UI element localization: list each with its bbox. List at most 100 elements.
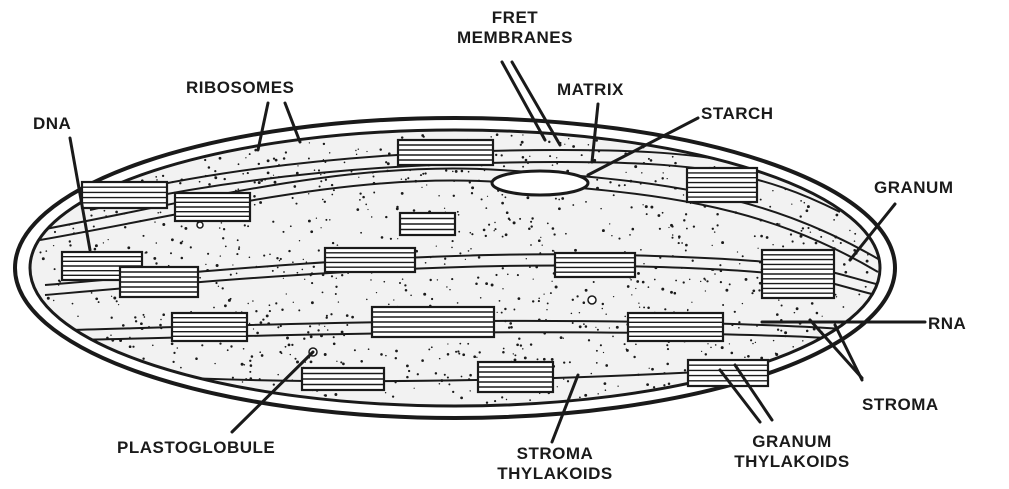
stroma-dot bbox=[455, 351, 457, 353]
stroma-dot bbox=[517, 274, 519, 276]
stroma-dot bbox=[452, 171, 454, 173]
stroma-dot bbox=[635, 343, 637, 345]
stroma-dot bbox=[705, 290, 706, 291]
stroma-dot bbox=[772, 190, 773, 191]
stroma-dot bbox=[247, 225, 249, 227]
stroma-dot bbox=[297, 165, 298, 166]
stroma-dot bbox=[496, 133, 499, 136]
stroma-dot bbox=[558, 207, 561, 210]
stroma-dot bbox=[777, 329, 779, 331]
stroma-dot bbox=[717, 224, 719, 226]
stroma-dot bbox=[609, 223, 610, 224]
stroma-dot bbox=[597, 329, 599, 331]
stroma-dot bbox=[522, 348, 523, 349]
stroma-dot bbox=[295, 203, 297, 205]
stroma-dot bbox=[678, 235, 681, 238]
stroma-dot bbox=[280, 258, 282, 260]
stroma-dot bbox=[760, 199, 762, 201]
label-granum: GRANUM bbox=[874, 178, 954, 198]
stroma-dot bbox=[333, 189, 335, 191]
stroma-dot bbox=[380, 353, 383, 356]
stroma-dot bbox=[277, 326, 279, 328]
stroma-dot bbox=[267, 159, 270, 162]
stroma-dot bbox=[731, 352, 734, 355]
stroma-dot bbox=[528, 228, 531, 231]
stroma-dot bbox=[244, 224, 246, 226]
stroma-dot bbox=[311, 301, 314, 304]
stroma-dot bbox=[739, 263, 740, 264]
stroma-dot bbox=[478, 256, 481, 259]
stroma-dot bbox=[320, 227, 321, 228]
stroma-dot bbox=[325, 179, 327, 181]
stroma-dot bbox=[299, 240, 300, 241]
stroma-dot bbox=[216, 264, 219, 267]
stroma-dot bbox=[53, 300, 54, 301]
stroma-dot bbox=[800, 215, 802, 217]
stroma-dot bbox=[553, 250, 554, 251]
stroma-dot bbox=[538, 300, 540, 302]
stroma-dot bbox=[399, 282, 401, 284]
stroma-dot bbox=[612, 336, 614, 338]
stroma-dot bbox=[219, 227, 221, 229]
stroma-dot bbox=[423, 293, 426, 296]
stroma-dot bbox=[543, 358, 546, 361]
stroma-dot bbox=[359, 192, 361, 194]
stroma-dot bbox=[666, 363, 669, 366]
stroma-dot bbox=[551, 281, 552, 282]
stroma-dot bbox=[309, 142, 310, 143]
stroma-dot bbox=[648, 286, 650, 288]
stroma-dot bbox=[431, 298, 433, 300]
stroma-dot bbox=[294, 358, 296, 360]
stroma-dot bbox=[487, 196, 488, 197]
stroma-dot bbox=[501, 194, 503, 196]
stroma-dot bbox=[269, 253, 271, 255]
stroma-dot bbox=[807, 205, 810, 208]
stroma-dot bbox=[223, 228, 225, 230]
stroma-dot bbox=[729, 283, 731, 285]
stroma-dot bbox=[565, 233, 567, 235]
stroma-dot bbox=[171, 238, 174, 241]
stroma-dot bbox=[267, 172, 270, 175]
stroma-dot bbox=[502, 288, 503, 289]
stroma-dot bbox=[689, 279, 690, 280]
stroma-dot bbox=[630, 279, 632, 281]
stroma-dot bbox=[457, 350, 459, 352]
stroma-dot bbox=[110, 334, 111, 335]
stroma-dot bbox=[90, 215, 92, 217]
stroma-dot bbox=[362, 196, 365, 199]
stroma-dot bbox=[179, 182, 181, 184]
stroma-dot bbox=[241, 363, 244, 366]
stroma-dot bbox=[402, 278, 404, 280]
stroma-dot bbox=[253, 195, 256, 198]
stroma-dot bbox=[651, 368, 654, 371]
stroma-dot bbox=[308, 220, 311, 223]
stroma-dot bbox=[410, 295, 412, 297]
stroma-dot bbox=[638, 303, 639, 304]
stroma-dot bbox=[530, 244, 532, 246]
stroma-dot bbox=[636, 280, 639, 283]
stroma-dot bbox=[135, 320, 137, 322]
stroma-dot bbox=[408, 370, 410, 372]
stroma-dot bbox=[800, 200, 802, 202]
stroma-dot bbox=[245, 157, 246, 158]
stroma-dot bbox=[742, 255, 744, 257]
stroma-dot bbox=[530, 221, 532, 223]
stroma-dot bbox=[468, 171, 470, 173]
stroma-dot bbox=[833, 219, 835, 221]
stroma-dot bbox=[754, 235, 756, 237]
stroma-dot bbox=[667, 178, 668, 179]
stroma-dot bbox=[538, 239, 541, 242]
stroma-dot bbox=[840, 242, 842, 244]
stroma-dot bbox=[596, 362, 598, 364]
stroma-dot bbox=[700, 281, 701, 282]
stroma-dot bbox=[199, 181, 201, 183]
stroma-dot bbox=[458, 353, 460, 355]
stroma-dot bbox=[94, 248, 97, 251]
stroma-dot bbox=[751, 292, 753, 294]
stroma-dot bbox=[752, 343, 753, 344]
stroma-dot bbox=[406, 365, 409, 368]
stroma-dot bbox=[499, 300, 501, 302]
stroma-dot bbox=[54, 231, 56, 233]
granum-stack bbox=[82, 182, 167, 208]
stroma-dot bbox=[319, 324, 320, 325]
